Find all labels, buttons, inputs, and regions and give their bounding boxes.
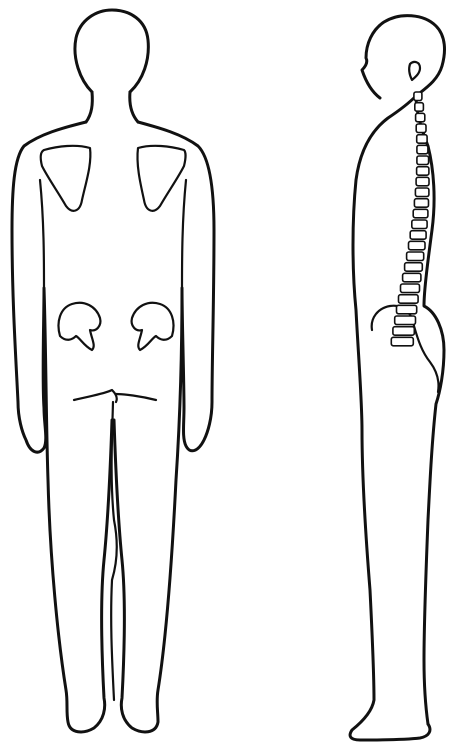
vertebra xyxy=(401,284,420,293)
posterior-view-figure xyxy=(12,10,214,732)
posterior-scapula-right xyxy=(137,146,185,211)
vertebra xyxy=(417,145,428,154)
vertebra xyxy=(417,135,427,144)
posterior-right-inner-arm xyxy=(182,180,186,288)
vertebra xyxy=(395,316,416,325)
vertebra xyxy=(391,337,413,346)
posterior-right-contour xyxy=(114,122,214,732)
posterior-pelvis-right xyxy=(132,303,174,350)
vertebra xyxy=(414,92,422,101)
vertebra xyxy=(415,103,424,112)
vertebra xyxy=(403,273,421,282)
vertebra xyxy=(413,209,428,218)
posterior-left-inner-arm xyxy=(40,180,44,288)
vertebra xyxy=(397,305,417,314)
posterior-gluteal-fold xyxy=(74,390,156,402)
lateral-front-contour xyxy=(350,16,444,740)
vertebra xyxy=(416,177,429,186)
posterior-pelvis-left xyxy=(59,303,101,350)
lateral-spine xyxy=(391,92,429,346)
vertebra xyxy=(399,295,419,304)
lateral-ear xyxy=(409,62,420,80)
posterior-neck-left xyxy=(86,92,92,122)
posterior-neck-right xyxy=(130,92,138,122)
vertebra xyxy=(414,199,428,208)
vertebra xyxy=(407,252,424,261)
posterior-head xyxy=(75,10,148,92)
vertebra xyxy=(412,220,427,229)
vertebra xyxy=(410,231,426,240)
vertebra xyxy=(393,327,414,336)
vertebra xyxy=(416,124,426,133)
vertebra xyxy=(417,156,429,165)
vertebra xyxy=(417,167,429,176)
vertebra xyxy=(409,241,426,250)
vertebra xyxy=(415,188,429,197)
vertebra xyxy=(405,263,423,272)
posterior-left-contour xyxy=(12,122,112,732)
lateral-view-figure xyxy=(350,16,444,740)
vertebra xyxy=(416,113,425,122)
posterior-scapula-left xyxy=(41,146,91,211)
